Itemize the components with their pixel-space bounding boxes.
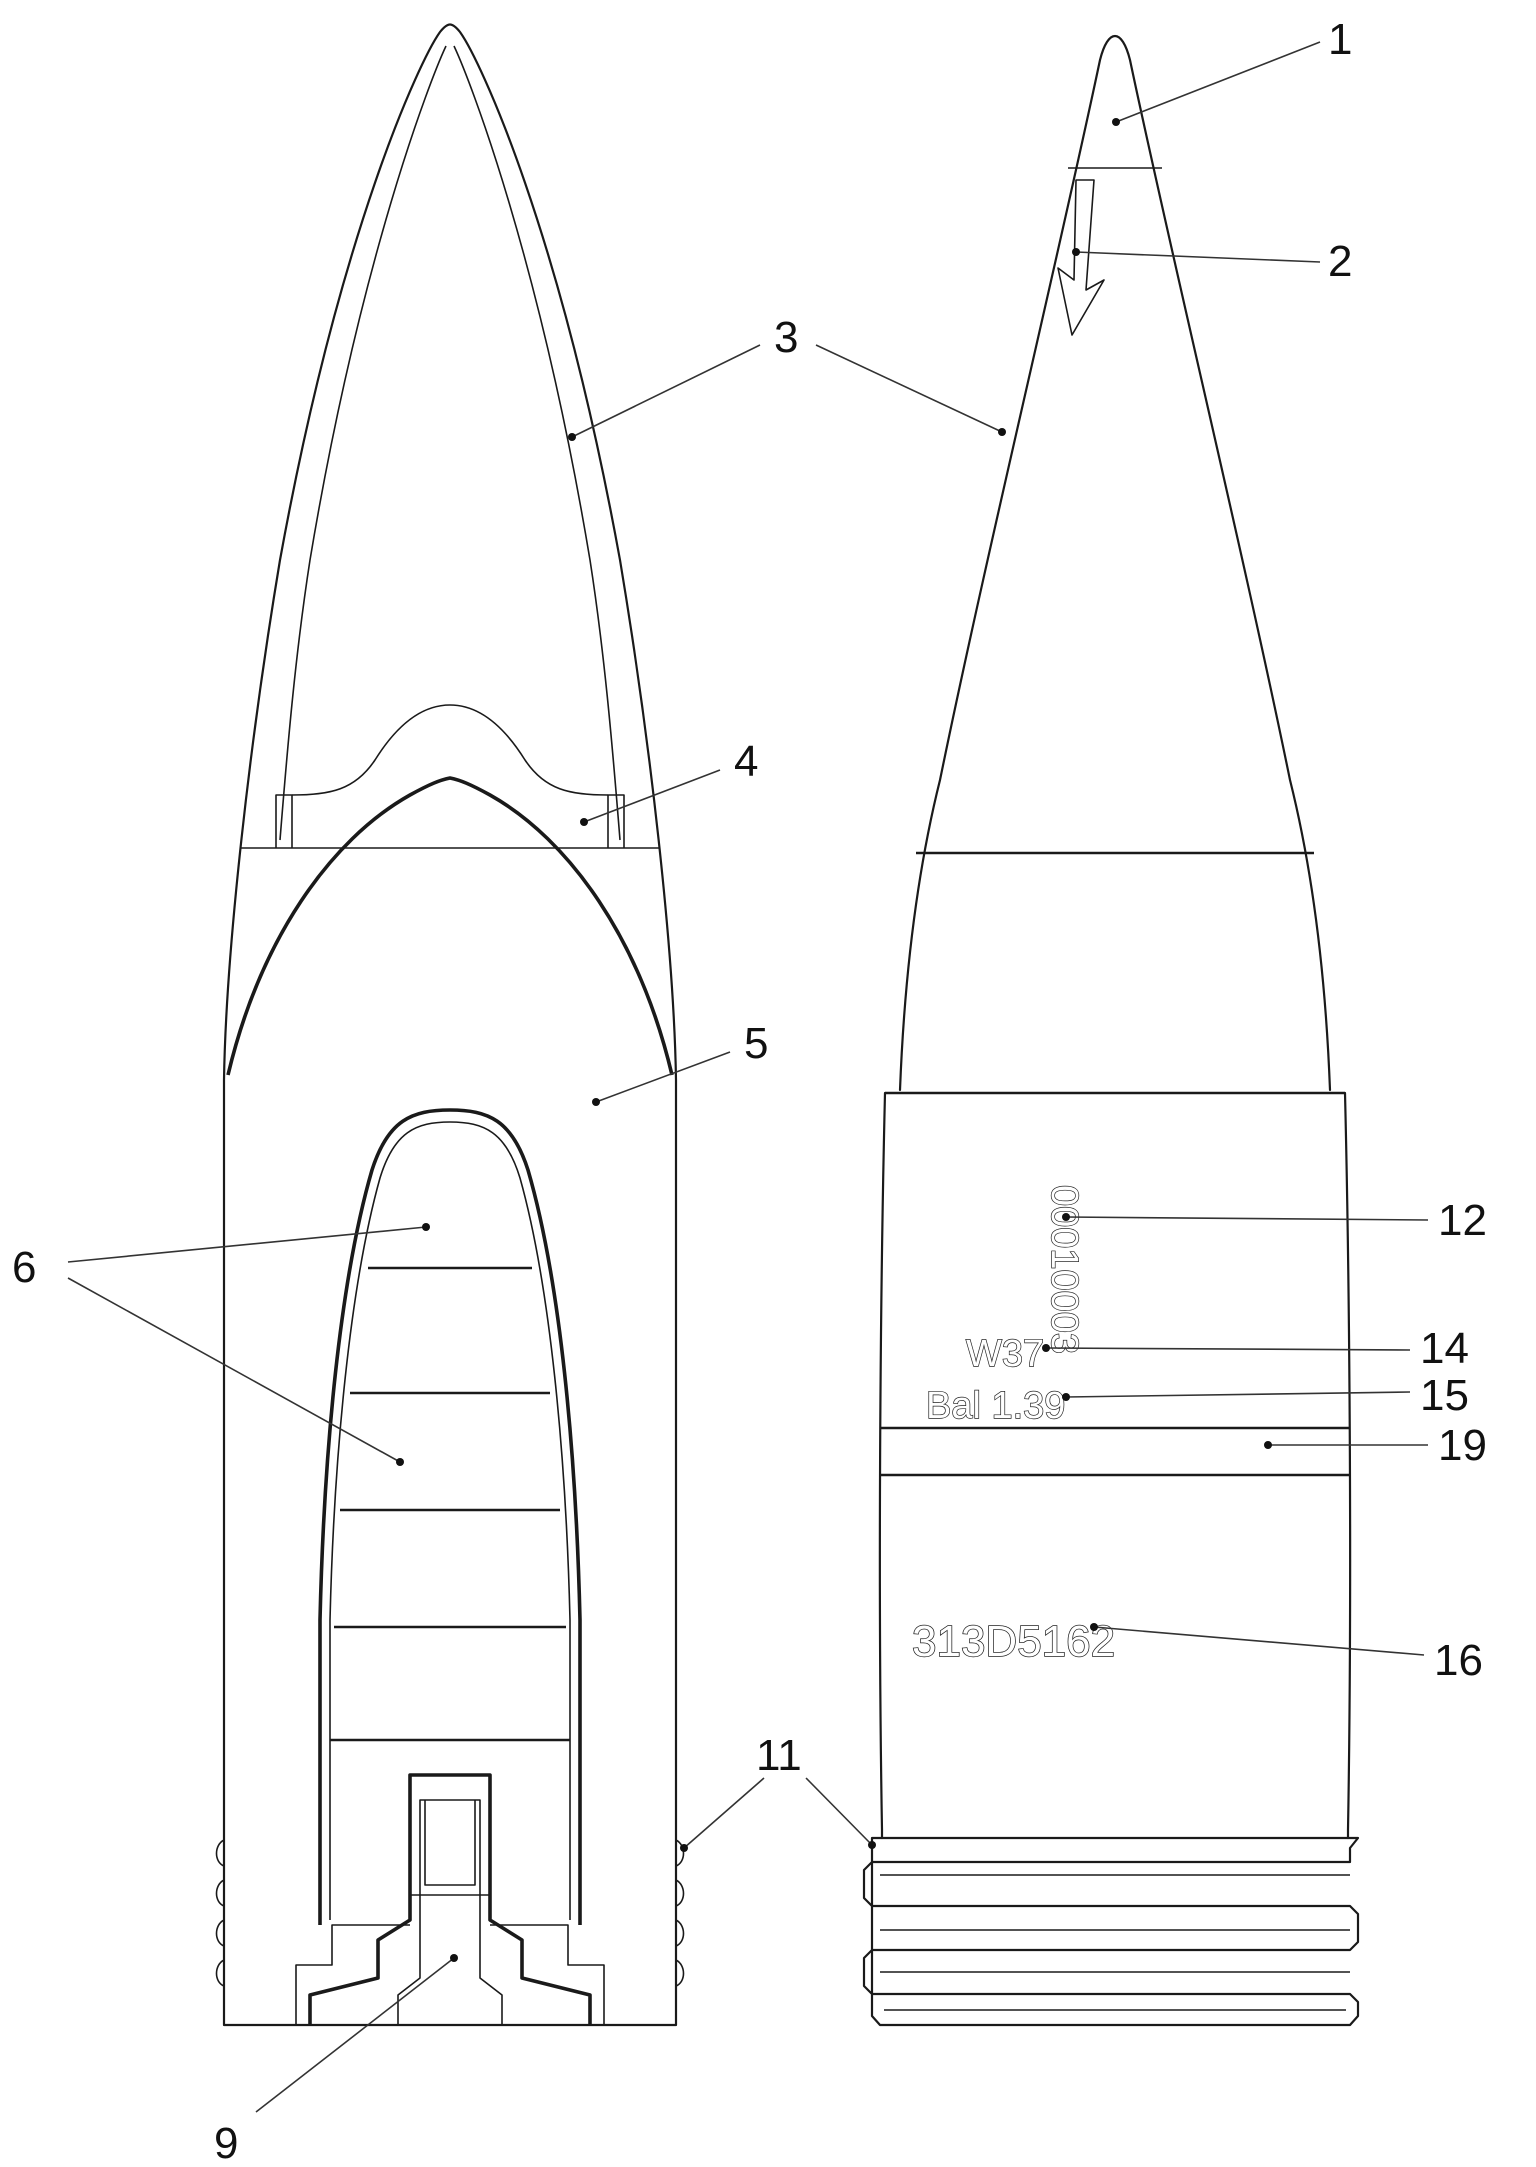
marking-lot-number: 313D5162: [912, 1617, 1115, 1666]
body-inner-ogive: [226, 776, 674, 1076]
base-plug-step-right: [490, 1924, 605, 2025]
leader-5: [595, 1051, 731, 1103]
windshield-skirt-right: [607, 794, 625, 848]
leader-9: [255, 1957, 455, 2113]
leader-dot-6b: [396, 1458, 404, 1466]
right-ogive: [898, 35, 1332, 1092]
marking-weight-class: W37: [966, 1333, 1044, 1375]
leader-dot-4: [580, 818, 588, 826]
callout-9: 9: [214, 2119, 238, 2167]
callout-16: 16: [1434, 1636, 1483, 1685]
penetrator-cavity-inner: [329, 1121, 571, 1920]
windshield-base-contour: [291, 704, 609, 796]
leader-dot-19: [1264, 1441, 1272, 1449]
leader-11b: [805, 1777, 873, 1846]
left-driving-band-right: [675, 1839, 685, 1987]
leader-3b: [815, 344, 1003, 433]
leader-11a: [683, 1777, 765, 1849]
marking-ballistic: Bal 1.39: [926, 1385, 1065, 1427]
leader-dot-16: [1090, 1623, 1098, 1631]
callout-1: 1: [1328, 15, 1352, 64]
penetrator-cavity-outer: [318, 1108, 582, 1925]
leader-15: [1065, 1391, 1411, 1398]
leader-dot-1: [1112, 118, 1120, 126]
callout-6: 6: [12, 1243, 36, 1292]
leader-dot-6a: [422, 1223, 430, 1231]
marking-vertical-code: 00010003: [1043, 1185, 1085, 1354]
arrow-down-icon: [1057, 179, 1105, 336]
callout-numbers: 1 2 3 4 5 6 9 11 12 14 15 19 16: [12, 15, 1487, 2167]
leader-12: [1065, 1216, 1429, 1221]
windshield-inner-wall: [279, 45, 447, 841]
leader-14: [1045, 1347, 1411, 1351]
right-exterior-projectile: 00010003 W37 Bal 1.39 313D5162: [862, 35, 1360, 2027]
leader-dot-15: [1062, 1393, 1070, 1401]
leader-dot-11b: [868, 1841, 876, 1849]
leader-lines: [67, 41, 1429, 2113]
left-outer-body: [222, 23, 678, 2027]
windshield-skirt-left: [275, 794, 293, 848]
callout-11: 11: [756, 1731, 802, 1780]
callout-12: 12: [1438, 1196, 1487, 1245]
callout-15: 15: [1420, 1371, 1469, 1420]
windshield-inner-wall-right: [453, 45, 621, 841]
leader-4: [583, 769, 721, 823]
leader-6b: [67, 1277, 401, 1463]
leader-16: [1093, 1626, 1425, 1656]
leader-dot-14: [1042, 1344, 1050, 1352]
base-plug-step-left: [295, 1924, 410, 2025]
leader-dot-12: [1062, 1213, 1070, 1221]
base-plug-inner: [397, 1799, 503, 2025]
left-driving-band-left: [215, 1839, 225, 1987]
right-cylindrical-body: [878, 1091, 1352, 1840]
leader-1: [1115, 41, 1321, 123]
leader-3a: [571, 344, 761, 438]
base-plug-outer: [308, 1773, 592, 2025]
leader-dot-9: [450, 1954, 458, 1962]
right-driving-band: [862, 1836, 1360, 2027]
callout-4: 4: [734, 737, 758, 786]
leader-2: [1075, 251, 1321, 263]
callout-5: 5: [744, 1019, 768, 1068]
leader-dot-5: [592, 1098, 600, 1106]
callout-19: 19: [1438, 1421, 1487, 1470]
callout-3: 3: [774, 313, 798, 362]
callout-14: 14: [1420, 1324, 1469, 1373]
leader-dot-11a: [680, 1844, 688, 1852]
base-plug-channel: [424, 1800, 476, 1886]
left-cutaway-projectile: [215, 23, 685, 2027]
leader-dot-3a: [568, 433, 576, 441]
leader-dot-3b: [998, 428, 1006, 436]
leader-dot-2: [1072, 248, 1080, 256]
leader-6a: [67, 1226, 427, 1263]
callout-2: 2: [1328, 237, 1352, 286]
